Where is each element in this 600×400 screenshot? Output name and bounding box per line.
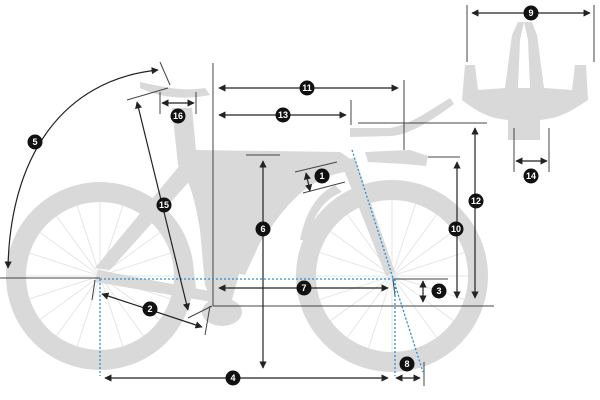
wheel-spoke xyxy=(39,275,101,320)
wheel-spoke xyxy=(39,232,101,277)
badge-16: 16 xyxy=(170,108,186,124)
badge-7: 7 xyxy=(296,280,312,296)
svg-text:16: 16 xyxy=(173,111,183,121)
wheel-spoke xyxy=(391,230,454,277)
svg-text:8: 8 xyxy=(404,359,409,369)
svg-text:5: 5 xyxy=(32,137,37,147)
badge-10: 10 xyxy=(448,221,464,237)
wheel-spoke xyxy=(99,275,124,347)
svg-text:15: 15 xyxy=(159,200,169,210)
motor xyxy=(202,298,242,326)
svg-text:7: 7 xyxy=(301,283,306,293)
wheel-spoke xyxy=(391,214,438,277)
svg-text:10: 10 xyxy=(451,224,461,234)
badge-5: 5 xyxy=(27,134,43,150)
badge-4: 4 xyxy=(225,370,241,386)
wheel-spoke xyxy=(391,275,438,338)
fork-fairing xyxy=(300,185,342,240)
svg-text:14: 14 xyxy=(526,171,536,181)
wheel-spoke xyxy=(368,275,393,349)
saddle xyxy=(140,82,210,98)
badge-11: 11 xyxy=(299,80,315,96)
svg-text:6: 6 xyxy=(260,224,265,234)
svg-text:1: 1 xyxy=(319,171,324,181)
svg-text:11: 11 xyxy=(302,83,312,93)
svg-text:2: 2 xyxy=(147,304,152,314)
badge-3: 3 xyxy=(431,283,447,299)
measurement-badges: 1 2 3 4 5 6 7 8 9 10 11 12 13 14 15 16 xyxy=(27,5,539,386)
badge-13: 13 xyxy=(275,107,291,123)
handlebar-front-view xyxy=(462,22,588,140)
badge-12: 12 xyxy=(468,193,484,209)
wheel-spoke xyxy=(330,230,393,277)
front-fork xyxy=(340,158,395,276)
wheel-spoke xyxy=(346,275,393,338)
wheel-spoke xyxy=(56,275,101,337)
wheel-spoke xyxy=(391,203,416,277)
svg-text:12: 12 xyxy=(471,196,481,206)
wheel-spoke xyxy=(391,252,465,277)
wheel-spoke xyxy=(76,275,101,347)
bike-silhouette xyxy=(6,22,588,372)
wheel-spoke xyxy=(29,275,101,300)
badge-2: 2 xyxy=(142,301,158,317)
wheel-spoke xyxy=(391,275,465,300)
base-bar xyxy=(365,150,428,166)
wheel-spoke xyxy=(29,252,101,277)
badge-6: 6 xyxy=(255,221,271,237)
badge-15: 15 xyxy=(156,197,172,213)
wheel-spoke xyxy=(76,205,101,277)
svg-text:13: 13 xyxy=(278,110,288,120)
wheel-spoke xyxy=(319,252,393,277)
badge-9: 9 xyxy=(523,5,539,21)
badge-14: 14 xyxy=(523,168,539,184)
wheel-spoke xyxy=(330,275,393,322)
battery xyxy=(215,222,265,275)
svg-text:4: 4 xyxy=(230,373,235,383)
badge-1: 1 xyxy=(314,168,330,184)
frame xyxy=(172,108,352,302)
svg-text:3: 3 xyxy=(436,286,441,296)
aero-extension xyxy=(350,98,454,137)
badge-8: 8 xyxy=(399,356,415,372)
wheel-spoke xyxy=(56,215,101,277)
svg-text:9: 9 xyxy=(528,8,533,18)
